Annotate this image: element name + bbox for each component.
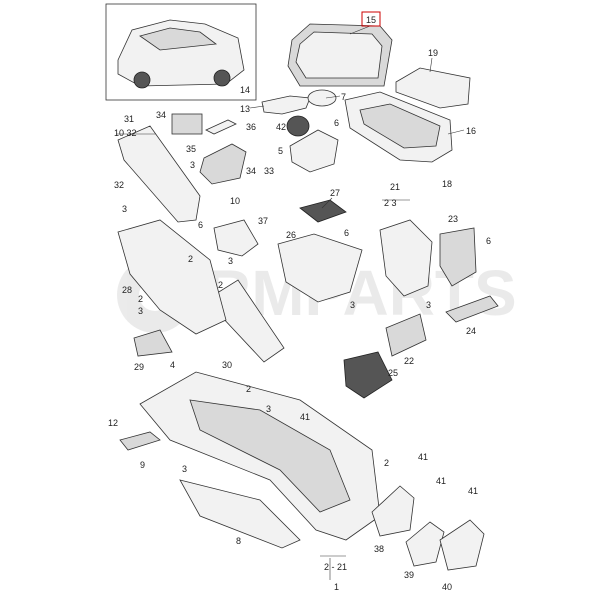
callout-40: 40: [442, 582, 452, 592]
callout-1: 1: [334, 582, 339, 592]
latch-part: [261, 95, 311, 115]
knee-trim-right: [205, 279, 285, 363]
callout-6a: 6: [334, 118, 339, 128]
cup-holder: [289, 129, 339, 173]
callout-32: 32: [114, 180, 124, 190]
callout-13: 13: [240, 104, 250, 114]
callout-2a: 2: [188, 254, 193, 264]
callout-2-21: 2 - 21: [324, 562, 347, 572]
callout-2b: 2: [138, 294, 143, 304]
callout-12: 12: [108, 418, 118, 428]
callout-14: 14: [240, 85, 250, 95]
callout-24: 24: [466, 326, 476, 336]
cup-insert: [286, 115, 310, 137]
switch-block: [171, 113, 203, 135]
vehicle-thumbnail: [105, 3, 257, 101]
callout-3b: 3: [122, 204, 127, 214]
callout-15: 15: [366, 15, 376, 25]
air-vent: [343, 351, 393, 399]
callout-6d: 6: [198, 220, 203, 230]
callout-42: 42: [276, 122, 286, 132]
bracket-39: [405, 521, 445, 567]
callout-39: 39: [404, 570, 414, 580]
side-panel: [439, 227, 477, 287]
callout-labels: 15 19 7 14 13 16 42 6 5 18 31 10 32 34 3…: [108, 11, 491, 592]
gear-surround: [213, 219, 259, 257]
callout-5: 5: [278, 146, 283, 156]
callout-41d: 41: [468, 486, 478, 496]
leader-lines: [116, 25, 465, 580]
callout-10: 10: [230, 196, 240, 206]
callout-4: 4: [170, 360, 175, 370]
callout-37: 37: [258, 216, 268, 226]
callout-25: 25: [388, 368, 398, 378]
callout-41c: 41: [436, 476, 446, 486]
bracket-40: [439, 519, 485, 571]
callout-35: 35: [186, 144, 196, 154]
callout-38: 38: [374, 544, 384, 554]
side-bracket: [379, 219, 433, 297]
callout-3d: 3: [138, 306, 143, 316]
cover-ring: [307, 89, 337, 107]
trim-strip-9: [119, 431, 161, 451]
callout-19: 19: [428, 48, 438, 58]
callout-41b: 41: [418, 452, 428, 462]
small-tray: [445, 295, 499, 323]
callout-23: 23: [448, 214, 458, 224]
lower-trim: [179, 479, 301, 549]
bracket-38: [371, 485, 415, 537]
callout-9: 9: [140, 460, 145, 470]
center-trim-panel: [117, 125, 201, 223]
callout-3h: 3: [182, 464, 187, 474]
callout-22: 22: [404, 356, 414, 366]
lower-cover: [385, 313, 427, 357]
callout-8: 8: [236, 536, 241, 546]
knee-trim-left: [133, 329, 173, 357]
callout-30: 30: [222, 360, 232, 370]
callout-10-32: 10 32: [114, 128, 137, 138]
callout-2e: 2: [384, 458, 389, 468]
storage-mat: [299, 199, 347, 223]
callout-21: 21: [390, 182, 400, 192]
callout-3f: 3: [426, 300, 431, 310]
callout-2d: 2: [246, 384, 251, 394]
callout-26: 26: [286, 230, 296, 240]
callout-3e: 3: [350, 300, 355, 310]
callout-41a: 41: [300, 412, 310, 422]
hinge-bracket: [395, 67, 471, 109]
trim-strip: [205, 119, 237, 135]
callout-33: 33: [264, 166, 274, 176]
callout-29: 29: [134, 362, 144, 372]
callout-28: 28: [122, 285, 132, 295]
callout-7: 7: [341, 92, 346, 102]
callout-31: 31: [124, 114, 134, 124]
callout-3c: 3: [228, 256, 233, 266]
callout-6b: 6: [344, 228, 349, 238]
callout-27: 27: [330, 188, 340, 198]
callout-2c: 2: [218, 280, 223, 290]
armrest-lid: [287, 23, 393, 87]
callout-box-15: [361, 11, 381, 27]
callout-2-3: 2 3: [384, 198, 397, 208]
callout-3g: 3: [266, 404, 271, 414]
storage-tray: [277, 233, 363, 303]
callout-16: 16: [466, 126, 476, 136]
callout-34b: 34: [246, 166, 256, 176]
callout-6c: 6: [486, 236, 491, 246]
switch-panel: [199, 143, 247, 185]
callout-34: 34: [156, 110, 166, 120]
console-support-frame: [117, 219, 227, 335]
callout-3a: 3: [190, 160, 195, 170]
callout-18: 18: [442, 179, 452, 189]
callout-36: 36: [246, 122, 256, 132]
